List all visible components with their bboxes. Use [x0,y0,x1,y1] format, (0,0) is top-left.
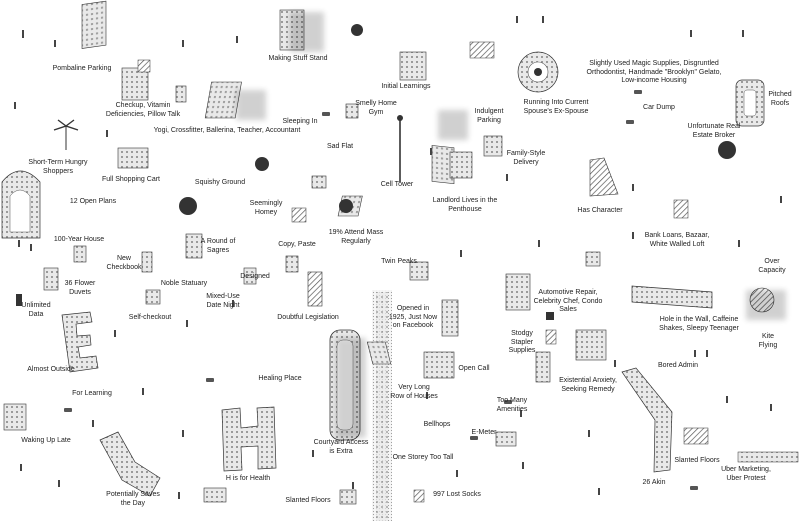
label-self-checkout: Self-checkout [128,314,172,321]
label-open-call: Open Call [458,365,490,372]
small-buildings [3,0,799,505]
label-full-shopping-cart: Full Shopping Cart [102,176,160,183]
label-checkup: Checkup, Vitamin Deficiencies, Pillow Ta… [105,102,181,118]
label-slanted-floors-bottom: Slanted Floors [285,497,331,504]
label-h-is-for-health: H is for Health [225,475,271,482]
round-building [517,51,559,93]
label-indulgent-parking: Indulgent Parking [474,108,504,124]
label-magic-supplies: Slightly Used Magic Supplies, Disgruntle… [586,60,722,84]
people-figures [14,16,782,499]
label-too-many-amenities: Too Many Amenities [496,397,528,413]
label-bellhops: Bellhops [423,421,451,428]
monuments [16,24,554,503]
label-slanted-floors-right: Slanted Floors [674,457,720,464]
label-making-stuff-stand: Making Stuff Stand [268,55,328,62]
label-landlord: Landlord Lives in the Penthouse [432,197,498,213]
label-existential-anxiety: Existential Anxiety, Seeking Remedy [559,377,617,393]
label-stodgy-stapler: Stodgy Stapler Supplies [508,330,536,354]
label-one-storey: One Storey Too Tall [392,454,454,461]
cars [64,90,698,490]
label-twenty-six-akin: 26 Akin [642,479,666,486]
label-saves-the-day: Potentially Saves the Day [106,491,160,507]
label-over-capacity: Over Capacity [758,258,786,274]
label-copy-paste: Copy, Paste [278,241,316,248]
row-building [631,285,713,309]
ring-building [735,79,765,127]
label-very-long-row: Very Long Row of Houses [390,384,438,400]
label-round-of-sagres: A Round of Sagres [200,238,236,254]
label-mixed-use: Mixed-Use Date Night [206,293,240,309]
label-pitched-roofs: Pitched Roofs [768,91,792,107]
label-automotive-repair: Automotive Repair, Celebrity Chef, Condo… [533,289,603,313]
label-designed: Designed [240,273,270,280]
label-yogi: Yogi, Crossfitter, Ballerina, Teacher, A… [153,127,301,134]
label-seemingly-homey: Seemingly Homey [249,200,283,216]
arched-building [1,170,41,239]
h-building [221,406,277,472]
label-squishy-ground: Squishy Ground [194,179,246,186]
label-smelly-home-gym: Smelly Home Gym [355,100,397,116]
label-unlimited-data: Unlimited Data [21,302,51,318]
label-sad-flat: Sad Flat [326,143,354,150]
label-hundred-year-house: 100-Year House [53,236,105,243]
label-real-estate-broker: Unfortunate Real Estate Broker [687,123,741,139]
label-hole-in-the-wall: Hole in the Wall, Caffeine Shakes, Sleep… [659,316,739,332]
e-building [61,311,99,373]
label-attend-mass: 19% Attend Mass Regularly [328,229,384,245]
label-new-checkbook: New Checkbook [106,255,142,271]
bent-building [99,431,161,497]
shadows [236,12,786,438]
label-car-dump: Car Dump [643,104,675,111]
label-kite-flying: Kite Flying [758,333,778,349]
label-has-character: Has Character [577,207,623,214]
label-courtyard-access: Courtyard Access is Extra [313,439,369,455]
label-waking-up-late: Waking Up Late [21,437,71,444]
label-flower-duvets: 36 Flower Duvets [64,280,96,296]
label-pombaline-parking: Pombaline Parking [52,65,112,72]
label-bored-admin: Bored Admin [657,362,699,369]
label-sleeping-in: Sleeping In [282,118,318,125]
cell-tower-icon [397,115,403,182]
label-for-learning: For Learning [72,390,112,397]
label-almost-outside: Almost Outside [27,366,75,373]
label-lost-socks: 997 Lost Socks [433,491,481,498]
label-initial-learnings: Initial Learnings [381,83,431,90]
label-twin-peaks: Twin Peaks [381,258,417,265]
slanted-building [621,367,673,473]
label-bank-loans: Bank Loans, Bazaar, White Walled Loft [644,232,710,248]
label-noble-statuary: Noble Statuary [160,280,208,287]
label-family-style: Family-Style Delivery [506,150,546,166]
label-ex-spouse: Running Into Current Spouse's Ex-Spouse [523,99,589,115]
label-e-meter: E-Meter [471,429,497,436]
label-healing-place: Healing Place [258,375,302,382]
label-short-term-hungry: Short-Term Hungry Shoppers [28,159,88,175]
label-opened-1925: Opened in 1925, Just Now on Facebook [388,305,438,329]
label-uber-marketing: Uber Marketing, Uber Protest [721,466,771,482]
label-cell-tower: Cell Tower [380,181,414,188]
palm-tree-icon [53,119,79,150]
label-doubtful-legislation: Doubtful Legislation [277,314,339,321]
label-open-plans: 12 Open Plans [69,198,117,205]
